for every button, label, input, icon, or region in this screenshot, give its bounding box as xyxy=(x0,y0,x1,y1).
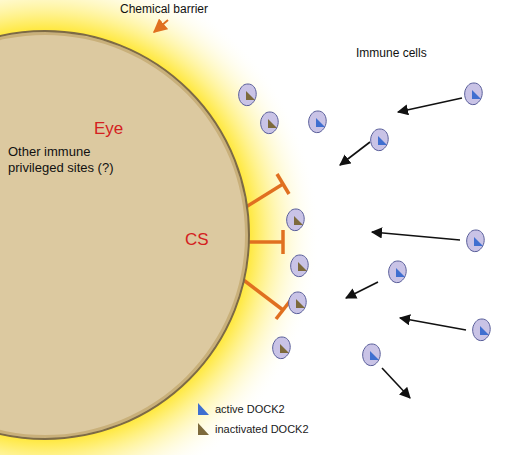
legend-entry: active DOCK2 xyxy=(196,402,285,416)
legend-swatch xyxy=(196,402,210,416)
legend-text: inactivated DOCK2 xyxy=(215,423,309,435)
cells-label: Immune cells xyxy=(356,46,427,60)
leader-arrow xyxy=(154,20,168,32)
organ-title: Eye xyxy=(94,118,154,139)
legend-swatch xyxy=(196,422,210,436)
organ-note: Other immune privileged sites (?) xyxy=(8,144,126,177)
legend-text: active DOCK2 xyxy=(215,403,285,415)
chemical-barrier-glow xyxy=(0,0,320,455)
migration-arrows xyxy=(340,98,466,398)
legend-entry: inactivated DOCK2 xyxy=(196,422,309,436)
immune-cells xyxy=(239,83,491,366)
barrier-label: Chemical barrier xyxy=(120,2,208,16)
factor-label: CS xyxy=(185,230,209,250)
